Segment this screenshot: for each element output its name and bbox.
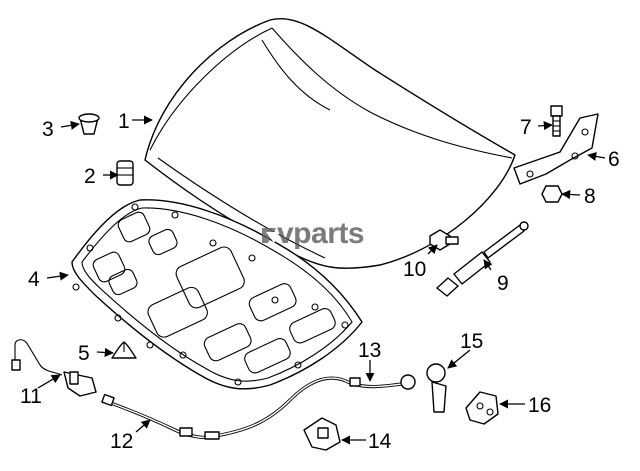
insulator-clip-holes bbox=[72, 203, 349, 386]
adjuster-bumper[interactable] bbox=[116, 160, 134, 186]
callout-10: 10 bbox=[403, 258, 426, 281]
hinge-nut[interactable] bbox=[541, 185, 563, 203]
callout-12: 12 bbox=[110, 430, 133, 453]
safety-catch[interactable] bbox=[426, 363, 447, 413]
callout-8: 8 bbox=[584, 185, 596, 208]
callout-13: 13 bbox=[358, 339, 381, 362]
vparts-logo-icon bbox=[262, 228, 280, 243]
callout-15: 15 bbox=[460, 330, 483, 353]
callout-14: 14 bbox=[368, 430, 392, 453]
callout-7: 7 bbox=[520, 116, 532, 139]
callout-1: 1 bbox=[118, 110, 130, 133]
hinge-bolt[interactable] bbox=[550, 105, 563, 137]
hood-hinge[interactable] bbox=[513, 113, 599, 185]
bumper-stop[interactable] bbox=[78, 113, 100, 135]
callout-leaders bbox=[37, 115, 606, 445]
callout-2: 2 bbox=[84, 165, 96, 188]
callout-4: 4 bbox=[28, 268, 40, 291]
callout-6: 6 bbox=[608, 148, 620, 171]
watermark-text: vparts bbox=[277, 217, 364, 250]
callout-9: 9 bbox=[497, 272, 509, 295]
lift-support[interactable] bbox=[436, 221, 529, 297]
vparts-watermark: vparts bbox=[262, 217, 365, 250]
callout-11: 11 bbox=[20, 385, 42, 408]
callout-16: 16 bbox=[528, 394, 551, 417]
hood-latch[interactable] bbox=[303, 417, 341, 451]
hood-insulator[interactable] bbox=[71, 199, 363, 390]
latch-assembly[interactable] bbox=[465, 391, 499, 425]
release-handle[interactable] bbox=[11, 339, 97, 397]
release-cable[interactable] bbox=[101, 374, 416, 440]
callout-labels: 1 2 3 4 5 6 7 8 9 10 11 12 13 14 15 16 bbox=[20, 110, 620, 453]
callout-3: 3 bbox=[42, 118, 54, 141]
callout-5: 5 bbox=[78, 342, 90, 365]
insulator-clip[interactable] bbox=[111, 341, 137, 359]
